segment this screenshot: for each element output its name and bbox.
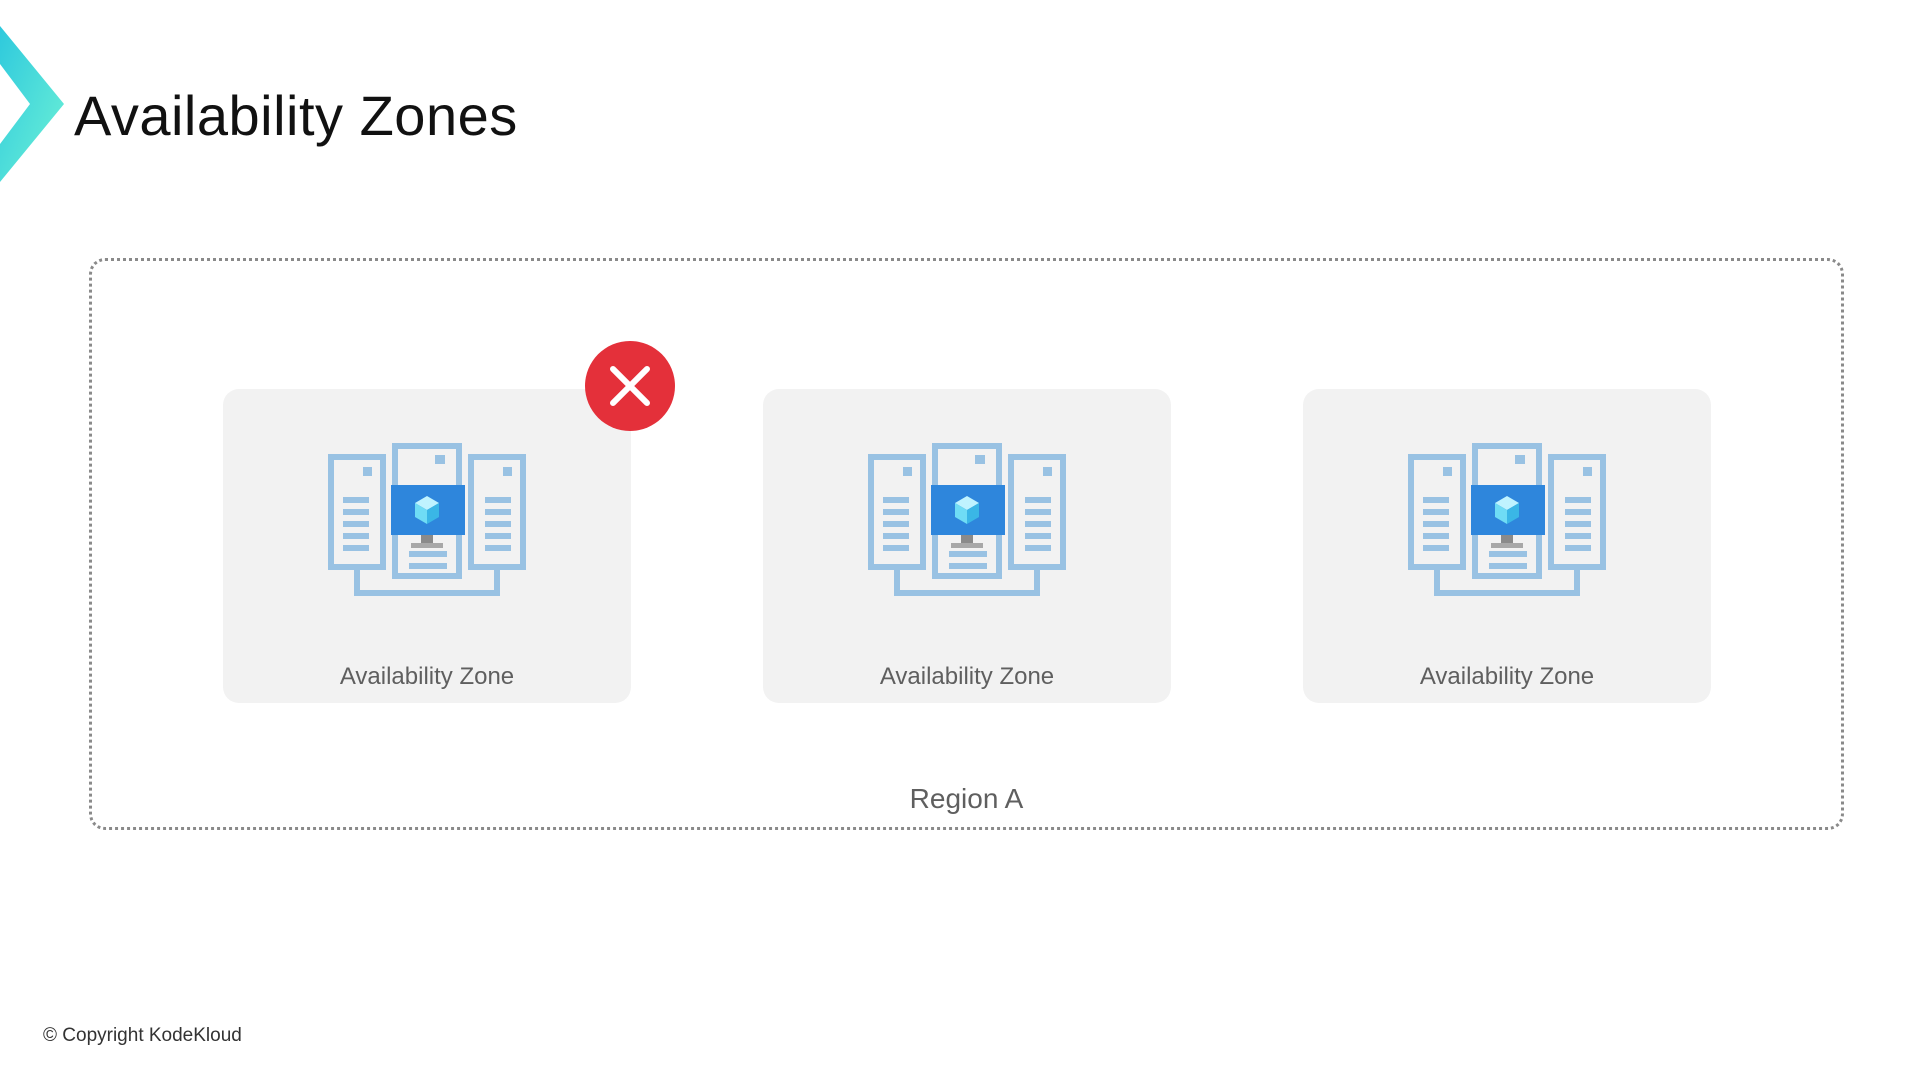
close-icon	[610, 366, 650, 406]
region-container: Availability Zone	[89, 258, 1844, 830]
zone-label: Availability Zone	[339, 663, 515, 690]
copyright-notice: © Copyright KodeKloud	[43, 1025, 242, 1046]
server-cluster-icon	[868, 443, 1066, 596]
logo-chevron-icon	[0, 26, 64, 182]
availability-zone-card: Availability Zone	[1303, 389, 1711, 703]
availability-zone-card: Availability Zone	[763, 389, 1171, 703]
server-cluster-icon	[328, 443, 526, 596]
zone-label: Availability Zone	[1419, 663, 1595, 690]
server-cluster-icon	[1408, 443, 1606, 596]
region-label: Region A	[909, 783, 1024, 814]
zone-failure-badge	[585, 341, 675, 431]
page-title: Availability Zones	[74, 84, 518, 147]
availability-zone-card: Availability Zone	[223, 389, 631, 703]
zone-label: Availability Zone	[879, 663, 1055, 690]
